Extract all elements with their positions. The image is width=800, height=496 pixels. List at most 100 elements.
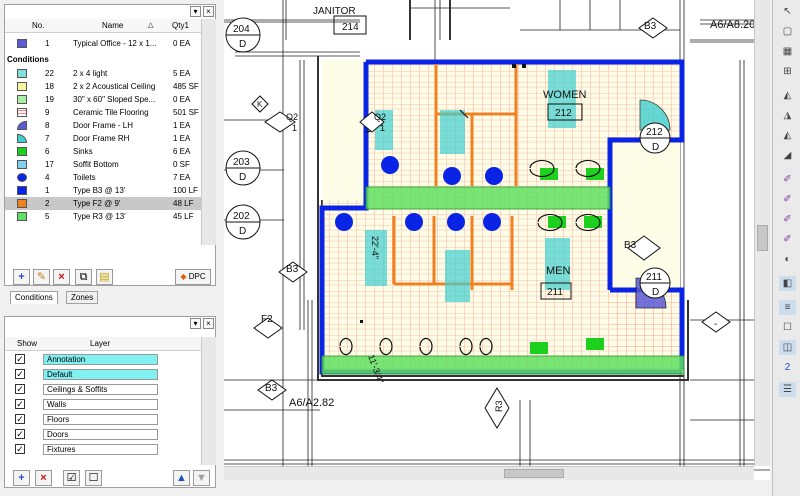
layer-visibility-checkbox[interactable]: ✓ <box>15 369 25 379</box>
sort-arrow-icon: △ <box>148 22 154 29</box>
delete-layer-button[interactable]: × <box>35 470 52 486</box>
women-label: WOMEN <box>543 89 586 101</box>
condition-name: Type F2 @ 9' <box>73 199 121 208</box>
condition-square-icon <box>17 199 27 208</box>
conditions-scrollbar[interactable] <box>201 19 216 245</box>
col-name[interactable]: Name <box>102 21 124 30</box>
tools-toolbar: ↖ ▢ ▦ ⊞ ◭ ◮ ◭ ◢ ✐ ✐ ✐ ✐ ◐ ◧ ≡ ☐ ◫ 2 ☰ <box>772 0 800 496</box>
tag-tool-1[interactable]: ✐ <box>783 174 792 185</box>
svg-text:D: D <box>239 39 246 50</box>
floor-plan[interactable]: JANITOR 214 WOMEN 212 MEN 211 204 D 203 … <box>224 0 770 480</box>
condition-no: 6 <box>45 147 50 156</box>
layer-visibility-checkbox[interactable]: ✓ <box>15 414 25 424</box>
condition-no: 22 <box>45 69 54 78</box>
drawing-canvas[interactable]: JANITOR 214 WOMEN 212 MEN 211 204 D 203 … <box>224 0 770 480</box>
tab-conditions[interactable]: Conditions <box>10 291 58 304</box>
layer-name[interactable]: Doors <box>43 429 158 440</box>
linear-tool-3[interactable]: ◭ <box>783 130 792 141</box>
svg-text:1: 1 <box>380 123 385 133</box>
layer-name[interactable]: Annotation <box>43 354 158 365</box>
page-two-button[interactable]: 2 <box>784 362 791 373</box>
tag-tool-2[interactable]: ✐ <box>783 194 792 205</box>
layer-visibility-checkbox[interactable]: ✓ <box>15 399 25 409</box>
layer-name[interactable]: Ceilings & Soffits <box>43 384 158 395</box>
delete-condition-button[interactable]: × <box>53 269 70 285</box>
layer-visibility-checkbox[interactable]: ✓ <box>15 429 25 439</box>
condition-no: 19 <box>45 95 54 104</box>
linear-tool-2[interactable]: ◮ <box>783 110 792 121</box>
condition-no: 8 <box>45 121 50 130</box>
rectangle-select-tool[interactable]: ▢ <box>782 26 793 37</box>
layout-toggle[interactable]: ◧ <box>779 276 796 291</box>
check-all-button[interactable]: ☑ <box>63 470 80 486</box>
layer-name[interactable]: Default <box>43 369 158 380</box>
svg-text:D: D <box>652 142 659 153</box>
layer-name[interactable]: Fixtures <box>43 444 158 455</box>
tag-tool-3[interactable]: ✐ <box>783 214 792 225</box>
svg-text:B3: B3 <box>265 383 278 394</box>
folder-button[interactable]: ▤ <box>96 269 113 285</box>
add-condition-button[interactable]: + <box>13 269 30 285</box>
layer-row[interactable]: ✓ Floors <box>5 413 215 426</box>
overlay-toggle[interactable]: ◫ <box>779 340 796 355</box>
layers-scrollbar[interactable] <box>201 337 216 465</box>
area-tool[interactable]: ⊞ <box>783 66 792 77</box>
select-arrow-tool[interactable]: ↖ <box>783 6 792 17</box>
uncheck-all-button[interactable]: ☐ <box>85 470 102 486</box>
list-item-typical[interactable]: 1 Typical Office - 12 x 1... 0 EA <box>5 37 215 50</box>
layer-name[interactable]: Floors <box>43 414 158 425</box>
layer-row[interactable]: ✓ Doors <box>5 428 215 441</box>
contrast-toggle[interactable]: ◐ <box>784 254 791 265</box>
scroll-thumb[interactable] <box>757 225 768 251</box>
notes-list-button[interactable]: ☰ <box>779 382 796 397</box>
condition-qty: 100 LF <box>173 186 198 195</box>
layer-row[interactable]: ✓ Annotation <box>5 353 215 366</box>
list-view-button[interactable]: ≡ <box>779 300 796 315</box>
add-layer-button[interactable]: + <box>13 470 30 486</box>
room-212-number: 212 <box>555 108 572 119</box>
copy-condition-button[interactable]: ⧉ <box>75 269 92 285</box>
canvas-horizontal-scrollbar[interactable] <box>224 466 754 480</box>
edit-condition-button[interactable]: ✎ <box>33 269 50 285</box>
grid-tool[interactable]: ▦ <box>782 46 793 57</box>
move-down-button[interactable]: ▼ <box>193 470 210 486</box>
tab-zones[interactable]: Zones <box>66 291 99 304</box>
layer-row[interactable]: ✓ Ceilings & Soffits <box>5 383 215 396</box>
layer-row[interactable]: ✓ Fixtures <box>5 443 215 456</box>
condition-qty: 1 EA <box>173 134 191 143</box>
layer-visibility-checkbox[interactable]: ✓ <box>15 444 25 454</box>
col-no[interactable]: No. <box>32 21 45 30</box>
move-up-button[interactable]: ▲ <box>173 470 190 486</box>
dpc-button[interactable]: ◆ DPC <box>175 269 211 285</box>
panel-close-button[interactable]: × <box>203 6 214 17</box>
layers-dropdown-button[interactable]: ▾ <box>190 318 201 329</box>
col-qty[interactable]: Qty1 <box>172 21 189 30</box>
svg-text:202: 202 <box>233 211 250 222</box>
layer-visibility-checkbox[interactable]: ✓ <box>15 354 25 364</box>
comment-tool[interactable]: ☐ <box>783 322 792 333</box>
layers-close-button[interactable]: × <box>203 318 214 329</box>
layer-visibility-checkbox[interactable]: ✓ <box>15 384 25 394</box>
canvas-vertical-scrollbar[interactable] <box>754 0 770 466</box>
panel-dropdown-button[interactable]: ▾ <box>190 6 201 17</box>
layer-name[interactable]: Walls <box>43 399 158 410</box>
layer-row[interactable]: ✓ Default <box>5 368 215 381</box>
layer-row[interactable]: ✓ Walls <box>5 398 215 411</box>
slope-tool[interactable]: ◢ <box>783 150 792 161</box>
tag-tool-4[interactable]: ✐ <box>783 234 792 245</box>
linear-tool-1[interactable]: ◭ <box>783 90 792 101</box>
conditions-panel: ▾ × No. Name △ Qty1 1 Typical Office - 1… <box>4 4 216 286</box>
h-scroll-thumb[interactable] <box>504 469 564 478</box>
